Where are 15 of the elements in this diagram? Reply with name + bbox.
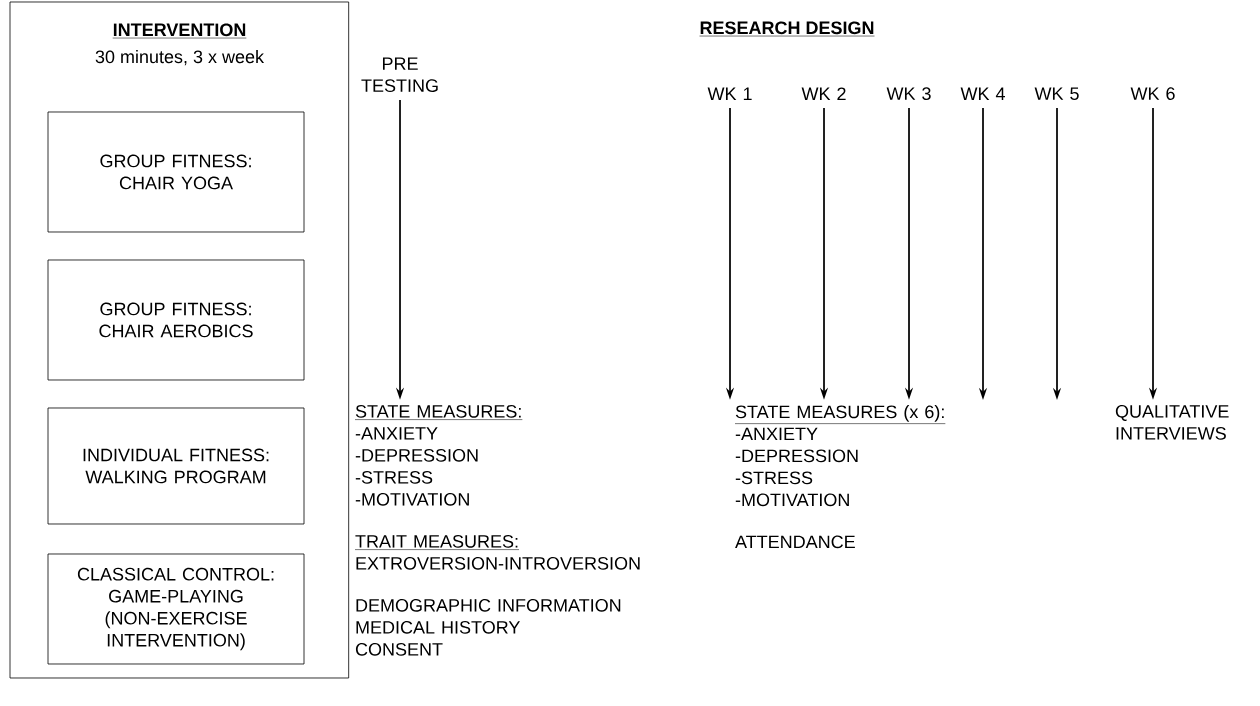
title: RESEARCH DESIGN bbox=[699, 21, 875, 37]
measures-list: STATE MEASURES (x 6): -ANXIETY -DEPRESSION -STRESS -MOTIVATION ATTENDANCE bbox=[734, 405, 946, 549]
time-label: WK 1 bbox=[707, 87, 752, 100]
time-label: WK 3 bbox=[886, 87, 931, 100]
time-label: WK 2 bbox=[801, 87, 846, 100]
activity-box: CLASSICAL CONTROL: GAME-PLAYING (NON-EXERCISE INTERVENTION) bbox=[47, 553, 305, 665]
time-label: WK 4 bbox=[960, 87, 1005, 100]
activity-box: INDIVIDUAL FITNESS: WALKING PROGRAM bbox=[47, 407, 305, 525]
measures-list: STATE MEASURES: -ANXIETY -DEPRESSION -STRESS -MOTIVATION TRAIT MEASURES: EXTROVERSION-INTROVERSION DEMOGRAPHIC INFORMATION MEDICAL HISTORY CONSENT bbox=[354, 405, 640, 656]
time-label: WK 6 bbox=[1130, 87, 1175, 100]
time-label: PRE TESTING bbox=[361, 57, 438, 92]
time-label: WK 5 bbox=[1034, 87, 1079, 100]
activity-box: GROUP FITNESS: CHAIR YOGA bbox=[47, 111, 305, 233]
activity-box: GROUP FITNESS: CHAIR AEROBICS bbox=[47, 259, 305, 381]
measures-list: QUALITATIVE INTERVIEWS bbox=[1115, 405, 1229, 440]
